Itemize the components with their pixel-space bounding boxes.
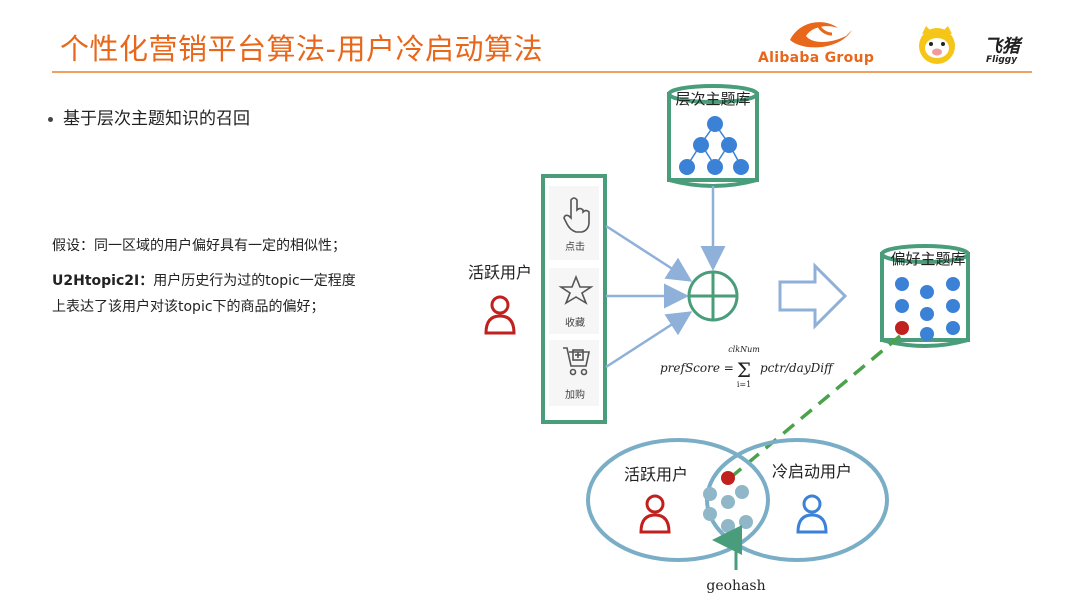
- venn-right-user-icon: [796, 494, 828, 534]
- pointer-hand-icon: [563, 197, 590, 233]
- active-user-icon: [484, 295, 516, 335]
- fliggy-logo-text: 飞猪: [984, 36, 1020, 57]
- combine-plus-icon: [687, 270, 739, 322]
- formula-lhs: prefScore =: [660, 361, 734, 375]
- u2h-label: U2Htopic2I：: [52, 273, 154, 289]
- alibaba-logo-text: Alibaba Group: [758, 50, 875, 66]
- venn-left-user-icon: [639, 494, 671, 534]
- pref-score-formula: prefScore = clkNum Σ i=1 pctr/dayDiff: [660, 345, 835, 389]
- star-icon: [558, 274, 594, 305]
- formula-sum-top: clkNum: [728, 345, 760, 354]
- hierarchy-topic-db: 层次主题库: [667, 84, 759, 188]
- dashed-link: [728, 334, 902, 480]
- pref-red-dot: [895, 321, 909, 335]
- venn-right-label: 冷启动用户: [772, 462, 852, 481]
- venn-left-label: 活跃用户: [624, 465, 688, 484]
- hypothesis-text: 假设：同一区域的用户偏好具有一定的相似性；: [52, 238, 346, 254]
- action-fav-label: 收藏: [565, 316, 585, 329]
- pref-db-label: 偏好主题库: [890, 250, 965, 268]
- arrow-click: [605, 224, 693, 282]
- action-cart-label: 加购: [565, 388, 585, 401]
- tree-node-dots: [679, 116, 749, 175]
- arrow-cart: [605, 311, 693, 369]
- title-divider: [52, 71, 1032, 73]
- geohash-label: geohash: [706, 578, 765, 594]
- page-title: 个性化营销平台算法-用户冷启动算法: [60, 32, 543, 66]
- u2h-text-2: 上表达了该用户对该topic下的商品的偏好；: [52, 299, 325, 315]
- pref-topic-db: 偏好主题库: [880, 244, 970, 348]
- active-user-label: 活跃用户: [468, 263, 532, 282]
- fliggy-logo-icon: [919, 26, 955, 64]
- bullet-text: 基于层次主题知识的召回: [63, 109, 250, 129]
- big-right-arrow: [778, 262, 848, 330]
- u2h-line-1: U2Htopic2I：用户历史行为过的topic一定程度: [52, 271, 356, 291]
- bullet-dot-icon: [48, 116, 53, 122]
- action-click-label: 点击: [565, 241, 585, 253]
- fliggy-logo-subtext: Fliggy: [986, 55, 1018, 65]
- formula-sum-bottom: i=1: [737, 380, 751, 389]
- hier-db-label: 层次主题库: [675, 90, 750, 108]
- formula-rhs: pctr/dayDiff: [760, 361, 835, 375]
- formula-sigma: Σ: [737, 358, 751, 382]
- venn-red-dot: [721, 471, 735, 485]
- cart-icon: [563, 347, 590, 376]
- bullet-point: 基于层次主题知识的召回: [48, 104, 250, 129]
- u2h-text-1: 用户历史行为过的topic一定程度: [153, 273, 356, 289]
- alibaba-logo-icon: [790, 22, 852, 48]
- action-panel: 点击 收藏 加购: [541, 174, 607, 424]
- venn-overlap-dots: [703, 485, 753, 533]
- pref-topic-dots: [895, 277, 960, 341]
